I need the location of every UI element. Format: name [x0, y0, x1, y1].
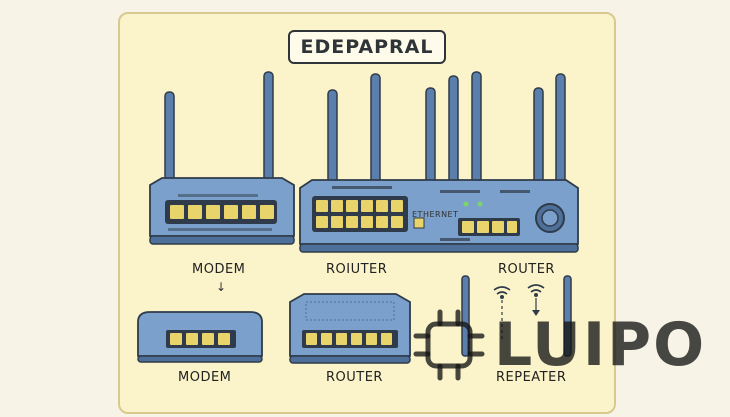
antenna-icon [263, 71, 274, 191]
repeater-label: REPEATER [496, 370, 567, 385]
modem-top-arrow: ↓ [216, 280, 227, 294]
modem-top-device [149, 71, 295, 245]
router-bottom-device [289, 293, 411, 364]
watermark-logo: LUIPO [410, 305, 706, 385]
watermark-text: LUIPO [494, 310, 707, 380]
antenna-icon [425, 87, 436, 185]
repeater-device [461, 275, 572, 357]
modem-bottom-label: MODEM [178, 370, 232, 385]
antenna-icon [563, 275, 572, 357]
antenna-icon [448, 75, 459, 185]
router-right-label: ROUTER [498, 262, 555, 277]
antenna-icon [370, 73, 381, 185]
diagram-title: EDEPAPRAL [288, 30, 446, 64]
antenna-icon [164, 91, 175, 191]
chip-icon [413, 309, 485, 381]
wifi-icon [527, 284, 545, 297]
router-bottom-label: ROUTER [326, 370, 383, 385]
antenna-icon [555, 73, 566, 185]
router-top-device [299, 71, 579, 253]
router-top-label: ROIUTER [326, 262, 388, 277]
modem-bottom-device [137, 311, 263, 363]
modem-top-label: MODEM [192, 262, 246, 277]
antenna-icon [471, 71, 482, 185]
ethernet-port-label: ETHERNET [412, 210, 459, 219]
wifi-icon [493, 286, 511, 299]
antenna-icon [533, 87, 544, 185]
antenna-icon [461, 275, 470, 357]
antenna-icon [327, 89, 338, 185]
